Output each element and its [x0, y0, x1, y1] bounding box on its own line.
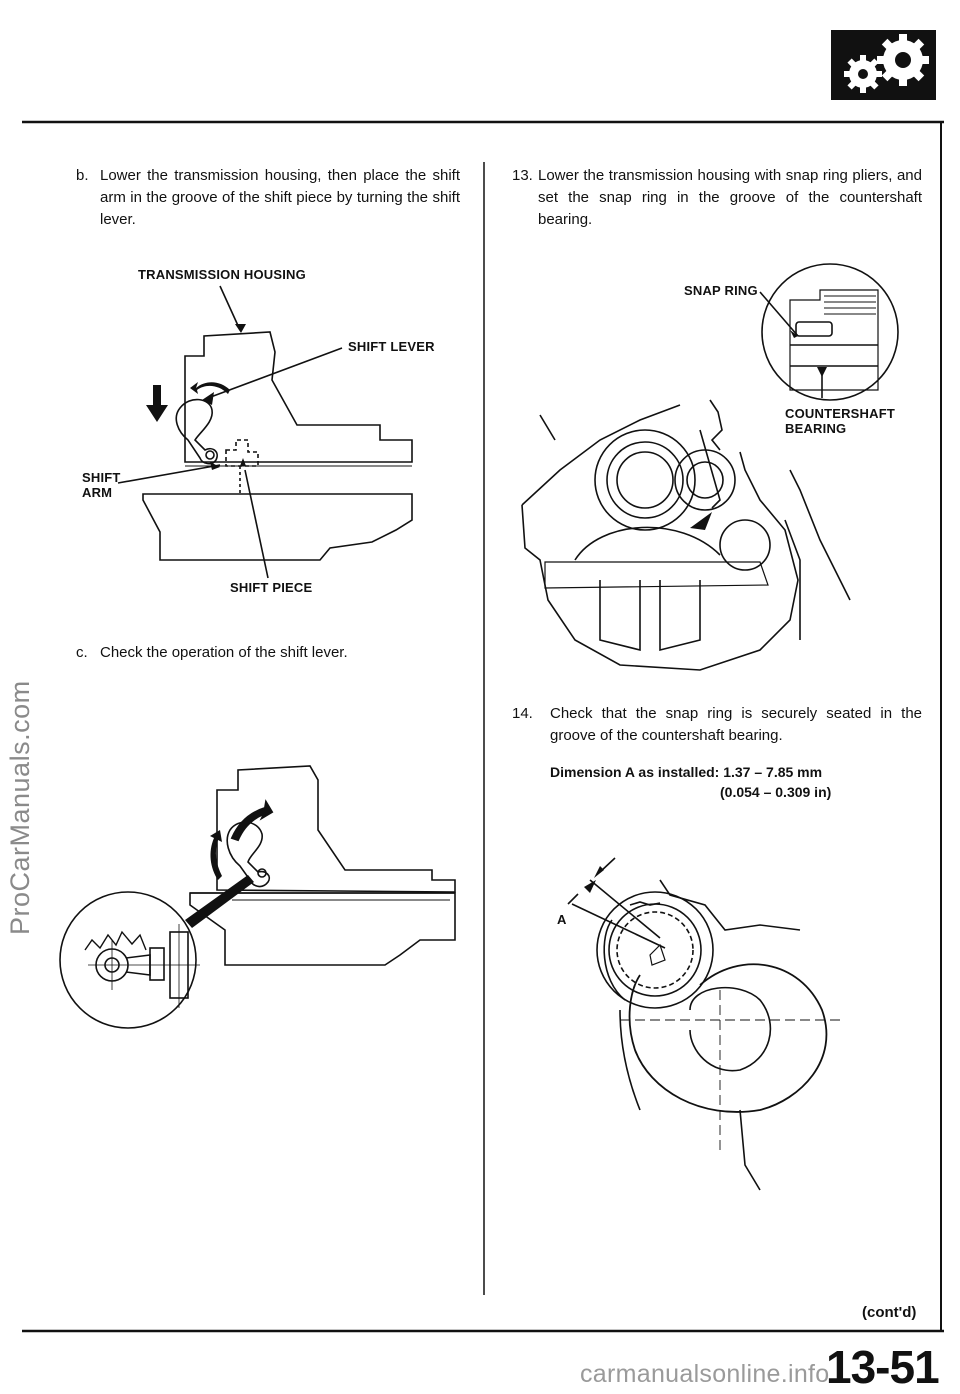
watermark-side: ProCarManuals.com	[5, 680, 35, 935]
label-countershaft-2: BEARING	[785, 421, 847, 436]
label-snap-ring: SNAP RING	[684, 283, 758, 298]
label-dimension-a: A	[557, 912, 567, 927]
step-14-marker: 14.	[512, 705, 533, 722]
step-13-marker: 13.	[512, 167, 533, 184]
watermark-bottom: carmanualsonline.info	[580, 1360, 830, 1388]
step-13-text: Lower the transmission housing with snap…	[538, 167, 922, 228]
label-transmission-housing: TRANSMISSION HOUSING	[138, 267, 306, 282]
step-c-text: Check the operation of the shift lever.	[100, 644, 348, 661]
step-b-text: Lower the transmission housing, then pla…	[100, 167, 460, 228]
step-b: b. Lower the transmission housing, then …	[76, 165, 460, 231]
label-countershaft-1: COUNTERSHAFT	[785, 406, 896, 421]
spec-dimension-mm: Dimension A as installed: 1.37 – 7.85 mm	[550, 764, 823, 780]
step-14-text: Check that the snap ring is securely sea…	[550, 705, 922, 744]
step-c: c. Check the operation of the shift leve…	[76, 642, 460, 664]
label-shift-piece: SHIFT PIECE	[230, 580, 313, 595]
page-number: 13-51	[826, 1341, 940, 1393]
step-14: 14. Check that the snap ring is securely…	[512, 703, 922, 747]
gear-icon	[831, 30, 936, 100]
step-b-marker: b.	[76, 167, 89, 184]
continued-label: (cont'd)	[862, 1304, 917, 1321]
spec-dimension-in: (0.054 – 0.309 in)	[720, 784, 832, 800]
label-shift-lever: SHIFT LEVER	[348, 339, 435, 354]
step-c-marker: c.	[76, 644, 88, 661]
label-shift-arm-1: SHIFT	[82, 470, 121, 485]
step-13: 13. Lower the transmission housing with …	[512, 165, 922, 231]
label-shift-arm-2: ARM	[82, 485, 113, 500]
